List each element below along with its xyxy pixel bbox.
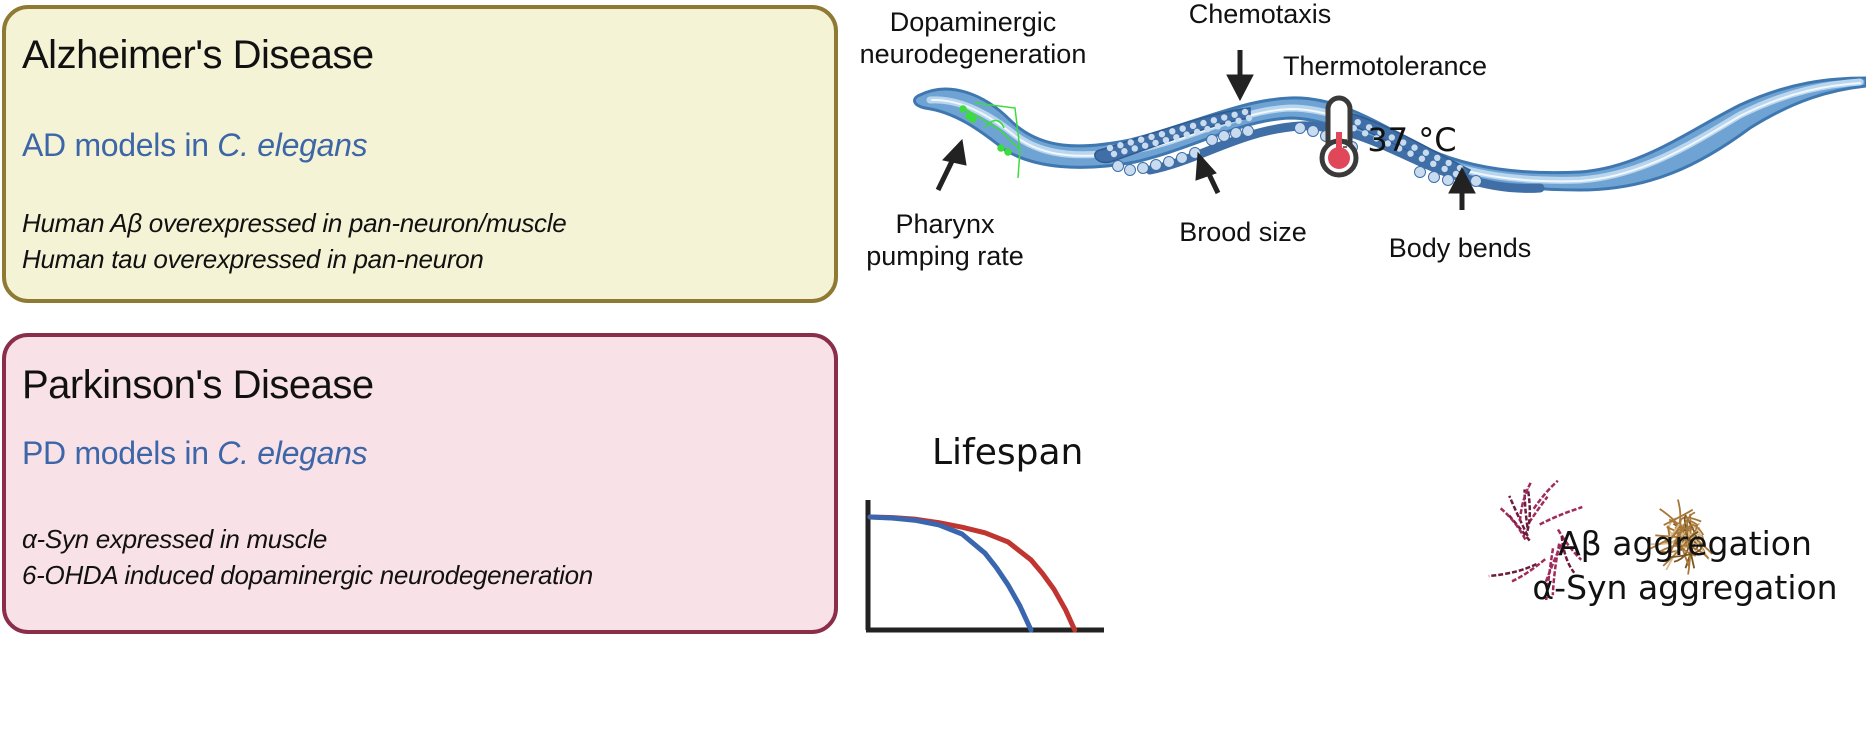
arrow-pharynx-icon	[935, 138, 967, 192]
thermometer-icon	[1319, 95, 1359, 178]
ad-panel: Alzheimer's Disease AD models in C. eleg…	[2, 5, 838, 303]
pd-subtitle-species: C. elegans	[217, 435, 368, 471]
chart-title: Lifespan	[932, 432, 1084, 473]
ad-subtitle: AD models in C. elegans	[22, 127, 368, 164]
pd-panel: Parkinson's Disease PD models in C. eleg…	[2, 333, 838, 634]
label-dopaminergic-line2: neurodegeneration	[859, 39, 1087, 69]
abeta-fibril-icon	[1488, 480, 1583, 600]
arrow-chemotaxis-icon	[1226, 50, 1254, 102]
label-dopaminergic: Dopaminergic neurodegeneration	[838, 6, 1108, 70]
lifespan-chart	[865, 500, 1104, 633]
pd-subtitle: PD models in C. elegans	[22, 435, 368, 472]
pd-models-list: α-Syn expressed in muscle 6-OHDA induced…	[22, 521, 593, 593]
label-brood-size: Brood size	[1179, 217, 1307, 247]
asyn-aggregation-label: α-Syn aggregation	[1532, 568, 1838, 607]
arrow-brood-icon	[1195, 151, 1221, 195]
pd-subtitle-prefix: PD models in	[22, 435, 218, 471]
series-line-control	[867, 514, 1034, 633]
label-body-bends: Body bends	[1388, 233, 1532, 263]
label-temperature: 37 °C	[1367, 121, 1457, 159]
ad-models-list: Human Aβ overexpressed in pan-neuron/mus…	[22, 205, 567, 277]
label-pharynx-line2: pumping rate	[866, 241, 1024, 271]
ad-model-item: Human Aβ overexpressed in pan-neuron/mus…	[22, 208, 567, 238]
abeta-aggregation-label: Aβ aggregation	[1558, 524, 1812, 563]
pd-model-item: 6-OHDA induced dopaminergic neurodegener…	[22, 560, 593, 590]
ad-subtitle-prefix: AD models in	[22, 127, 218, 163]
ad-model-item: Human tau overexpressed in pan-neuron	[22, 244, 484, 274]
aggregates-illustration	[1488, 480, 1713, 600]
ad-subtitle-species: C. elegans	[217, 127, 368, 163]
pd-title: Parkinson's Disease	[22, 363, 374, 407]
arrow-body-bends-icon	[1448, 166, 1476, 210]
pd-model-item: α-Syn expressed in muscle	[22, 524, 328, 554]
label-pharynx-line1: Pharynx	[895, 209, 995, 239]
series-line-treated	[867, 514, 1078, 633]
label-dopaminergic-line1: Dopaminergic	[889, 7, 1057, 37]
ad-title: Alzheimer's Disease	[22, 33, 374, 77]
c-elegans-illustration	[913, 50, 1866, 210]
label-thermotolerance: Thermotolerance	[1282, 51, 1488, 81]
label-chemotaxis: Chemotaxis	[1188, 0, 1332, 29]
dopaminergic-neurons	[959, 102, 1021, 179]
asyn-fibril-icon	[1648, 499, 1713, 575]
label-pharynx: Pharynx pumping rate	[860, 208, 1030, 272]
